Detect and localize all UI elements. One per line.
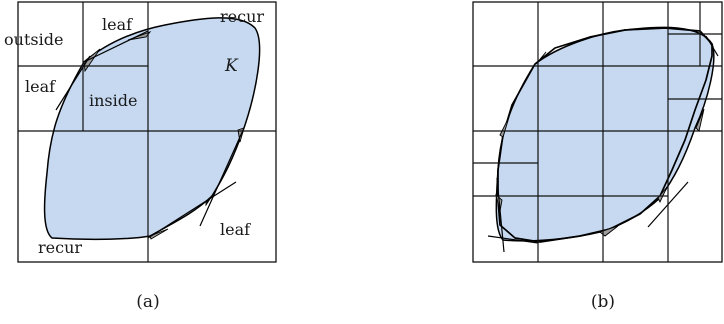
tangent-line-bottom [147, 181, 237, 239]
tangent-line-top [83, 30, 149, 63]
label-leaf-top: leaf [102, 15, 133, 34]
tangent-b-left [496, 177, 505, 253]
sliver-b-bottom-right [657, 186, 668, 204]
label-outside: outside [4, 30, 63, 49]
region-k-shape [43, 17, 261, 241]
tangent-line-left [55, 55, 91, 111]
caption-b: (b) [591, 292, 615, 312]
tangent-b-bottom-left [487, 235, 539, 244]
caption-a: (a) [136, 292, 159, 312]
sliver-b-left [499, 116, 510, 138]
label-leaf-bottom-right: leaf [220, 220, 251, 239]
tangent-b-top-right [705, 35, 719, 57]
label-recur-top: recur [220, 7, 264, 26]
label-inside: inside [89, 91, 137, 110]
panel-b: (b) [472, 1, 723, 312]
quadtree-frame-a [17, 1, 277, 263]
sliver-leaf-bottom [149, 228, 169, 240]
label-set-k: K [224, 56, 239, 76]
panel-a: outside leaf recur leaf inside K leaf re… [4, 1, 277, 312]
tangent-line-right [199, 127, 245, 227]
label-recur-bottom: recur [38, 238, 82, 257]
approximation-polygon [497, 27, 713, 243]
label-leaf-left: leaf [25, 77, 56, 96]
quadtree-frame-b [472, 1, 723, 263]
region-k-shape-b [495, 26, 715, 242]
sliver-b-right [695, 108, 705, 132]
